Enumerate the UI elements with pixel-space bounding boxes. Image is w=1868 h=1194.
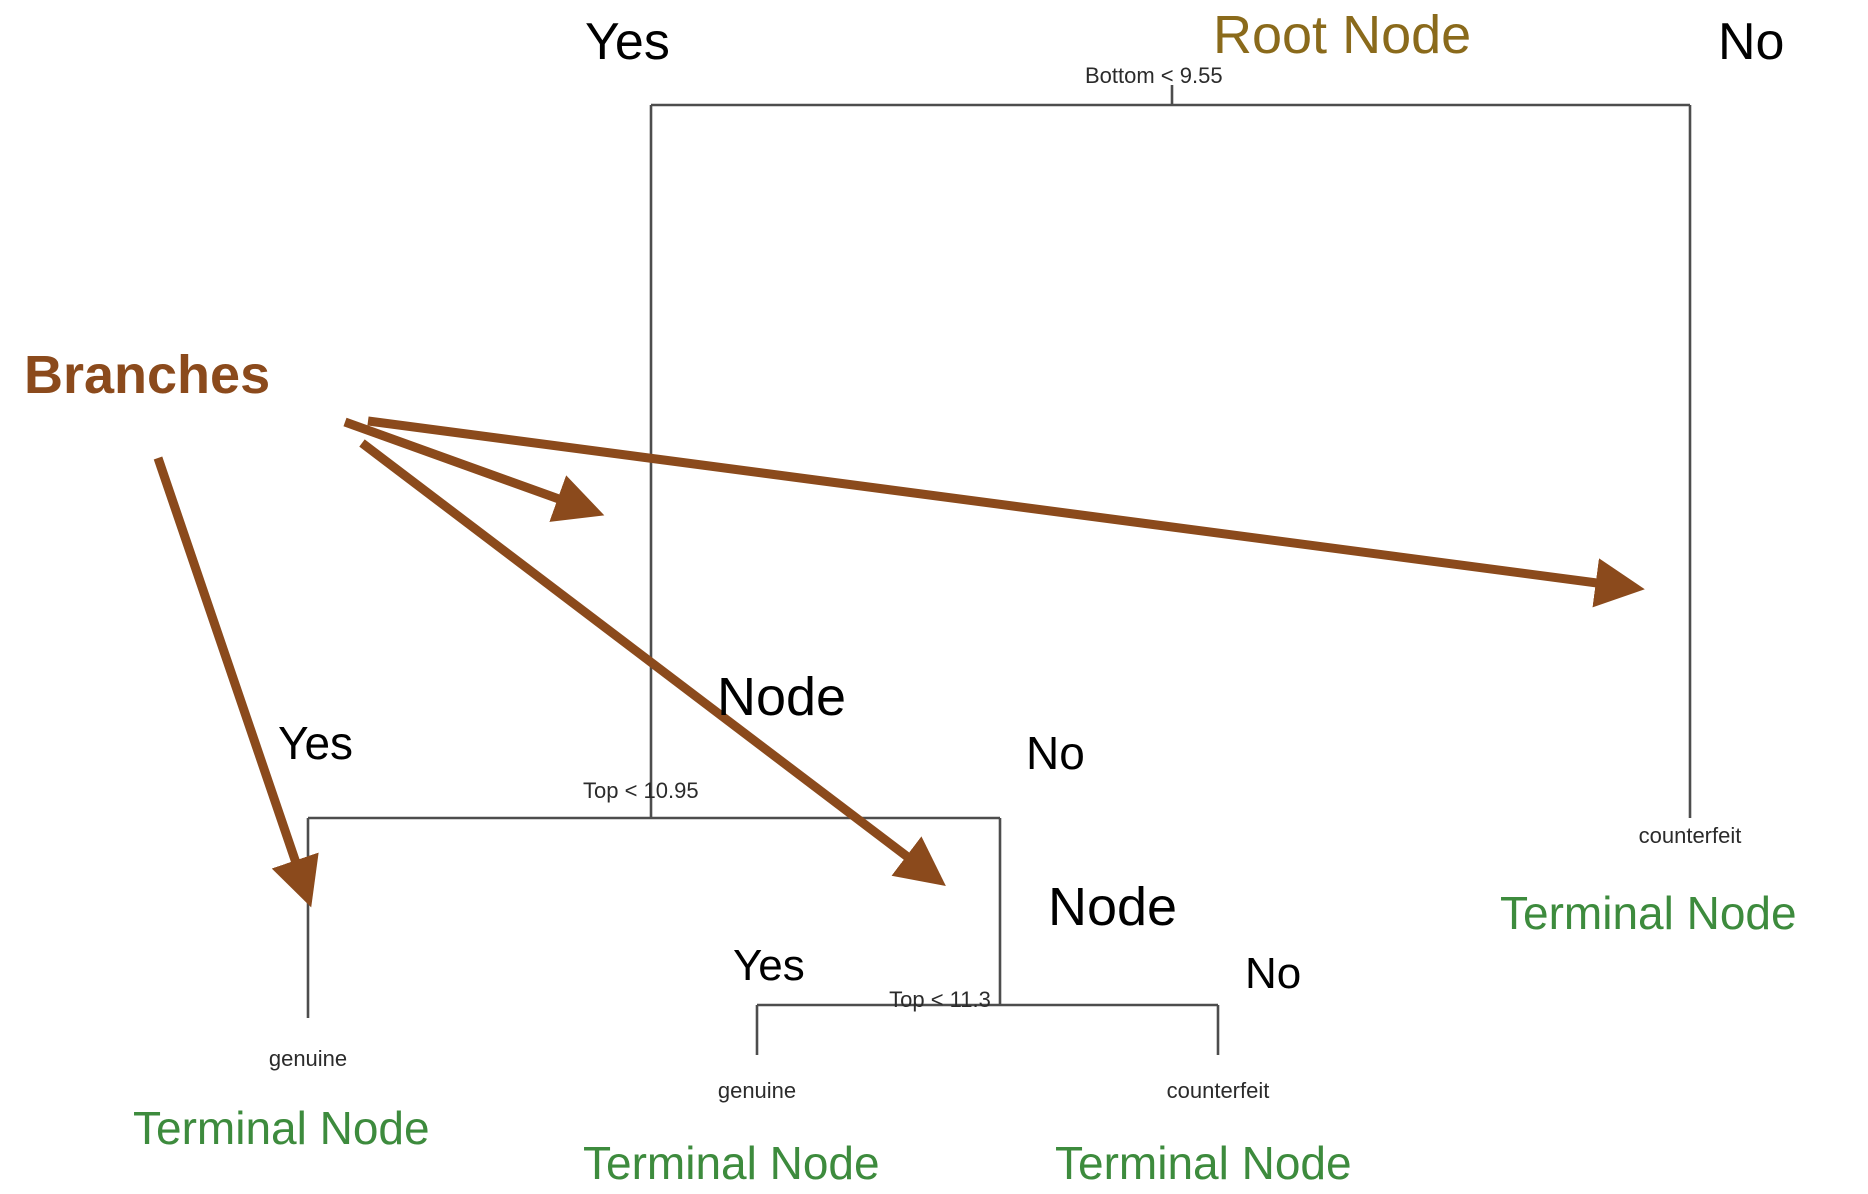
branches-arrow-2 xyxy=(367,416,1645,608)
annotation-terminal-left: Terminal Node xyxy=(133,1102,430,1154)
branches-arrow-3 xyxy=(343,417,605,522)
leaf-label-counterfeit-mid: counterfeit xyxy=(1166,1078,1270,1103)
tree-branch-node2 xyxy=(755,1003,1220,1055)
leaf-label-genuine-mid: genuine xyxy=(717,1078,797,1103)
leaf-label-counterfeit-right: counterfeit xyxy=(1638,823,1742,848)
branches-arrows xyxy=(153,416,1645,908)
no-label-root: No xyxy=(1718,13,1785,71)
annotation-terminal-mid1: Terminal Node xyxy=(583,1137,880,1189)
split-rule-node2: Top < 11.3 xyxy=(889,987,991,1012)
annotation-terminal-right: Terminal Node xyxy=(1500,887,1797,939)
tree-branch-node1 xyxy=(306,816,1002,1018)
annotation-node-low: Node xyxy=(1048,877,1178,937)
yes-label-root: Yes xyxy=(585,13,670,71)
annotation-branches: Branches xyxy=(24,345,271,405)
annotation-root-node: Root Node xyxy=(1213,5,1472,65)
no-label-node2: No xyxy=(1245,949,1302,998)
yes-label-node2: Yes xyxy=(733,941,805,990)
split-rule-root: Bottom < 9.55 xyxy=(1085,63,1223,88)
no-label-node1: No xyxy=(1026,727,1085,779)
split-rule-node1: Top < 10.95 xyxy=(583,778,699,803)
branches-arrow-1 xyxy=(153,456,319,908)
annotation-node-mid: Node xyxy=(717,667,847,727)
leaf-label-genuine-left: genuine xyxy=(268,1046,348,1071)
branches-arrow-4 xyxy=(359,439,946,886)
annotation-terminal-mid2: Terminal Node xyxy=(1055,1137,1352,1189)
yes-label-node1: Yes xyxy=(278,717,354,769)
